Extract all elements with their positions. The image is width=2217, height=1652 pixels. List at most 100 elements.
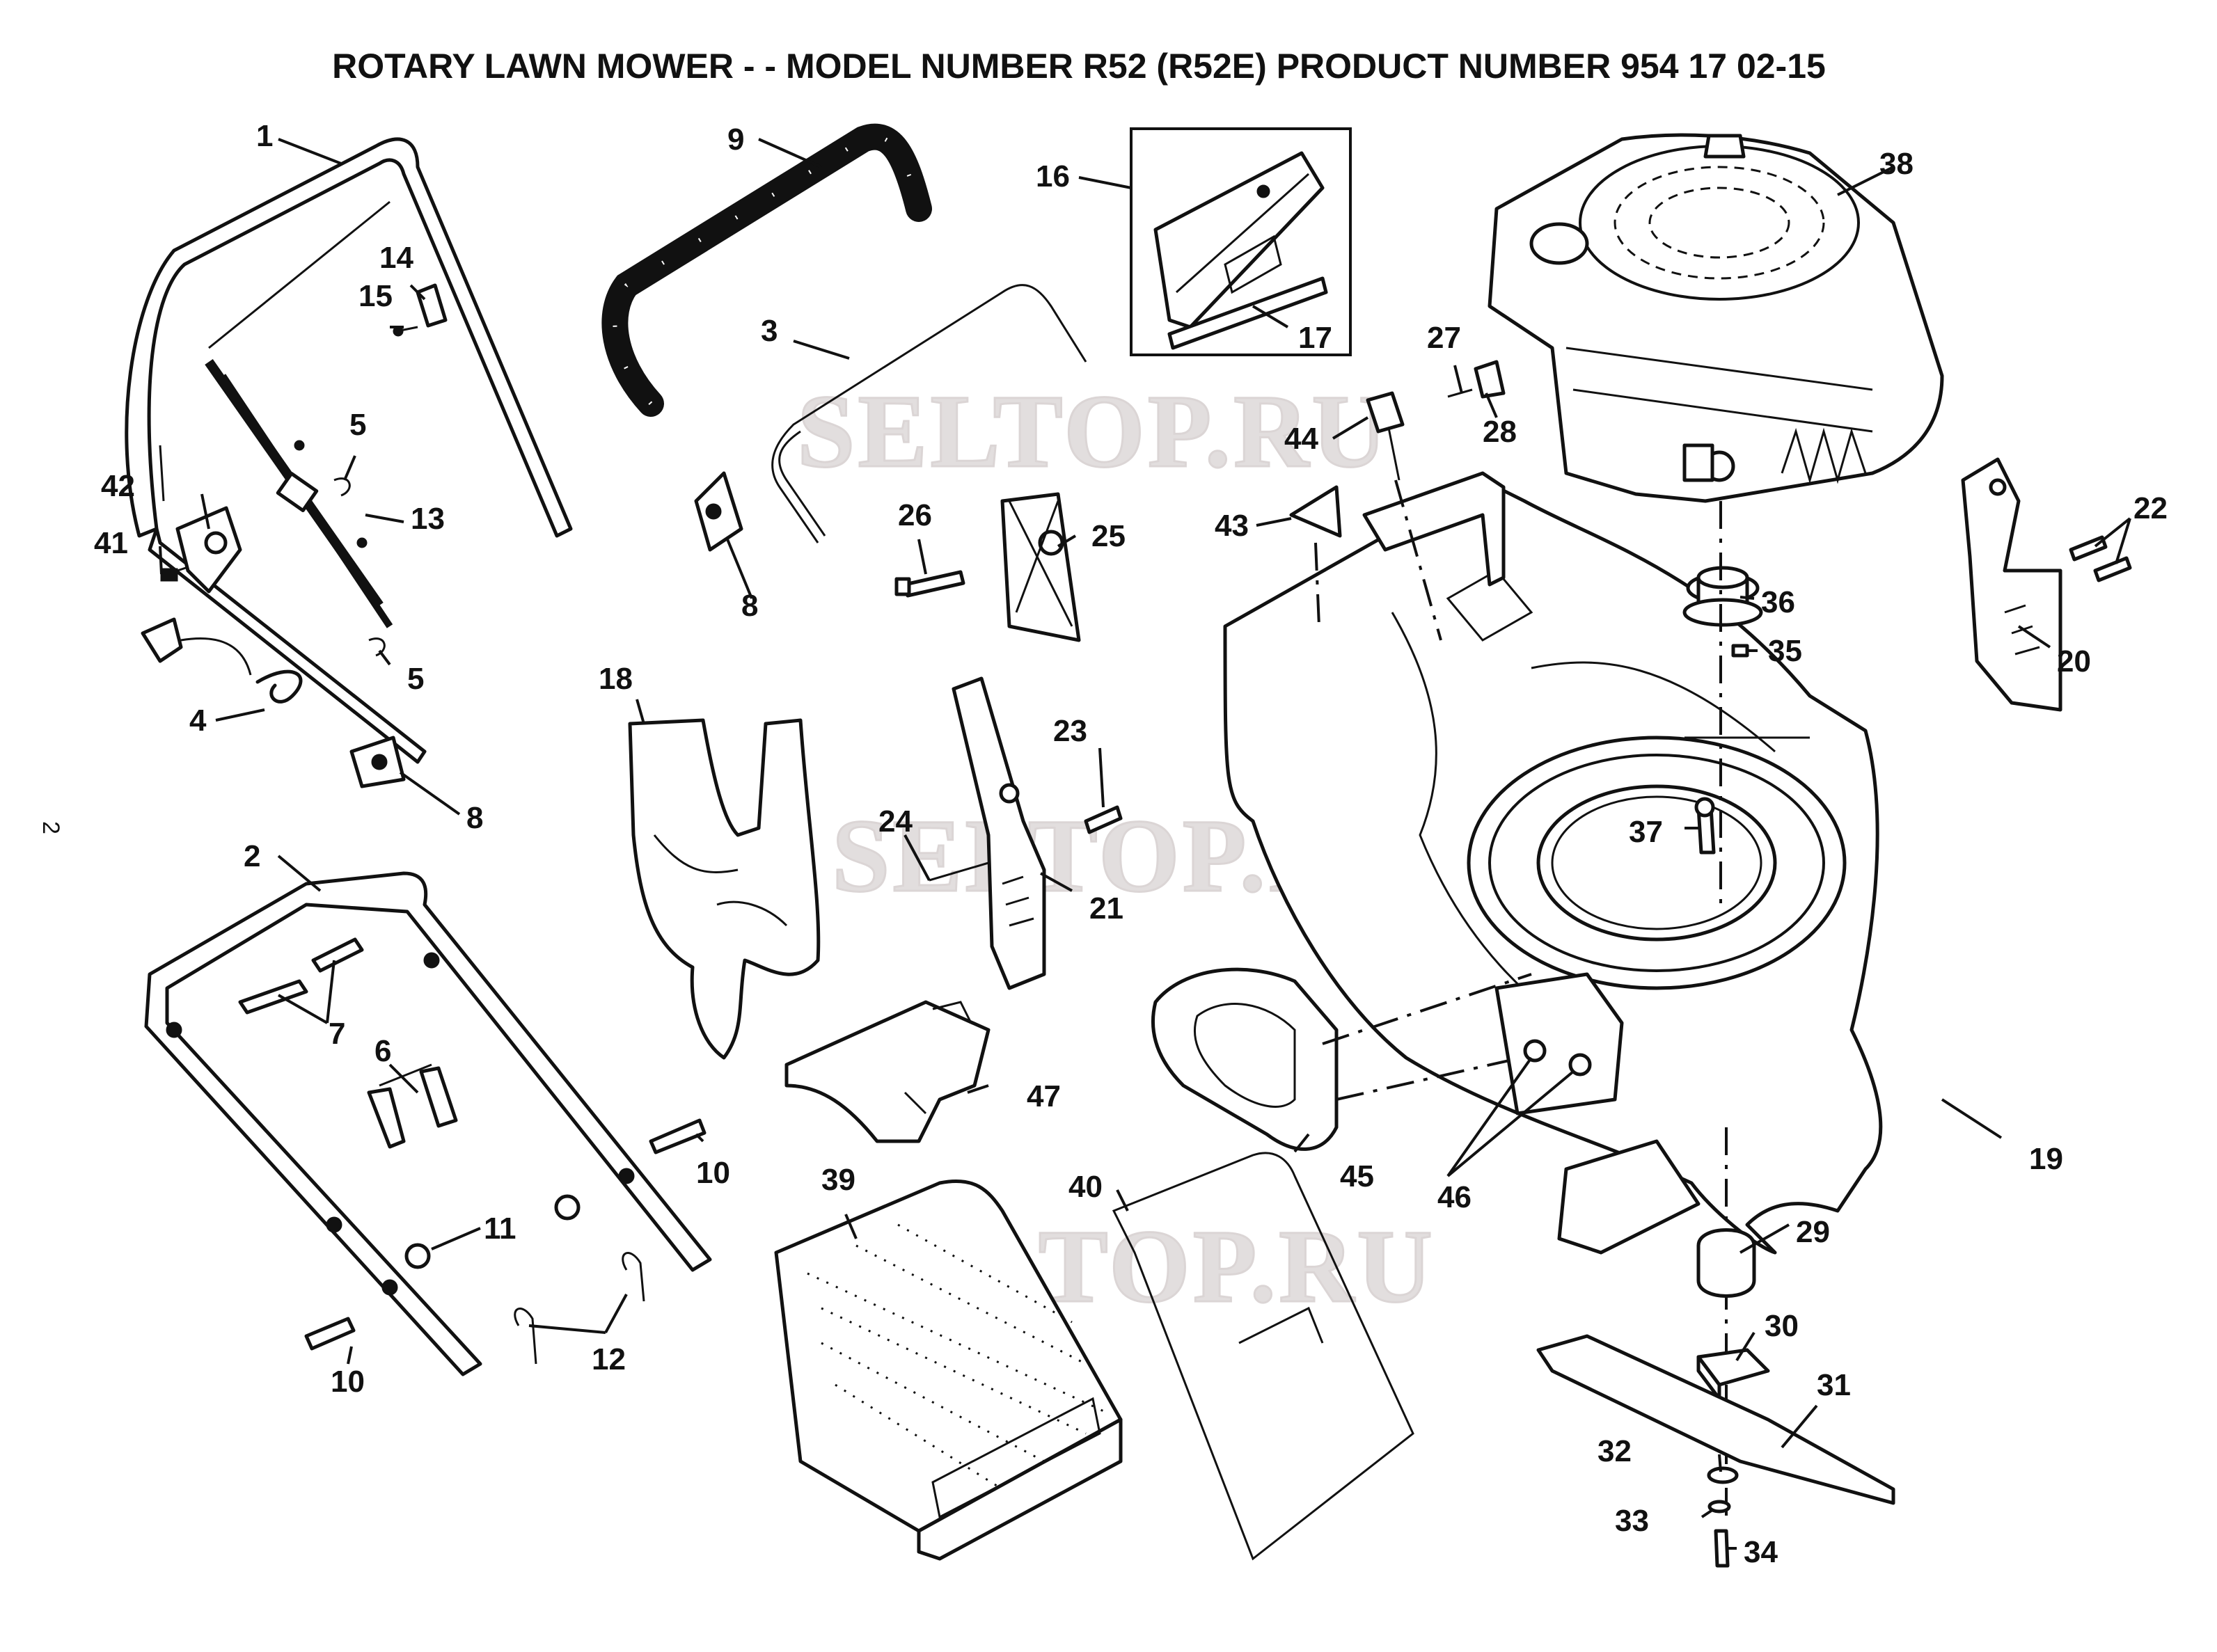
leader-lines <box>159 138 2131 1550</box>
engine-mount-bracket <box>1362 471 1506 587</box>
fuel-clip-28 <box>1474 360 1506 399</box>
callout-44: 44 <box>1284 422 1318 456</box>
callout-10-left: 10 <box>331 1365 365 1399</box>
handle-knob-lower <box>349 736 406 788</box>
blade-adapter-29 <box>1557 1139 1756 1298</box>
callout-16: 16 <box>1036 159 1070 193</box>
chute-axis-lower <box>1336 1049 1553 1101</box>
watermark-top: SELTOP.RU <box>797 374 1390 489</box>
bolt-22-b <box>2093 556 2132 582</box>
grip-highlight <box>613 134 921 406</box>
callout-12: 12 <box>592 1342 626 1376</box>
callout-17: 17 <box>1298 321 1332 355</box>
handle-knob-upper <box>694 471 743 552</box>
callout-11: 11 <box>484 1212 516 1246</box>
side-deflector <box>1000 492 1081 642</box>
mulch-plug <box>628 718 821 1060</box>
upper-handle <box>125 137 573 764</box>
callout-31: 31 <box>1817 1368 1851 1402</box>
callout-33: 33 <box>1615 1504 1649 1538</box>
callout-25: 25 <box>1091 519 1126 553</box>
callout-45: 45 <box>1340 1159 1374 1193</box>
callout-30: 30 <box>1765 1309 1799 1343</box>
page-number: 2 <box>38 821 64 834</box>
mower-deck <box>1223 478 1883 1255</box>
bolt-22-a <box>2069 535 2108 562</box>
chute-bracket-46 <box>1494 972 1624 1115</box>
clip-12-b <box>622 1252 645 1302</box>
side-discharge-chute <box>1151 967 1339 1151</box>
grass-catcher-bag <box>774 1179 1123 1561</box>
diagram-title: ROTARY LAWN MOWER - - MODEL NUMBER R52 (… <box>332 47 1826 86</box>
height-adjuster-right <box>1961 457 2062 712</box>
lower-handle <box>144 871 712 1376</box>
callout-21: 21 <box>1089 891 1123 926</box>
callout-23: 23 <box>1053 714 1087 748</box>
callout-26: 26 <box>898 498 932 532</box>
callout-43: 43 <box>1215 509 1249 543</box>
callout-39: 39 <box>821 1163 855 1197</box>
callout-8-upper: 8 <box>741 589 758 623</box>
bolt-44 <box>1366 391 1405 481</box>
callout-28: 28 <box>1483 415 1517 449</box>
bolt-10-right <box>649 1118 707 1154</box>
callout-8-lower: 8 <box>466 801 483 835</box>
callout-19: 19 <box>2029 1142 2063 1176</box>
washer-32 <box>1707 1466 1739 1484</box>
washer-33 <box>1707 1500 1731 1514</box>
rear-flap <box>1153 151 1328 350</box>
screw-24 <box>929 861 989 882</box>
label-43 <box>1289 485 1342 538</box>
bolt-10-left <box>304 1317 356 1351</box>
chute-axis-upper <box>1322 973 1532 1045</box>
callout-numbers: 1 2 3 4 5 5 6 7 8 8 9 10 10 11 12 13 14 … <box>94 119 2168 1569</box>
grass-bag-frame <box>1112 1152 1414 1561</box>
nut-11-b <box>554 1194 581 1221</box>
callout-22: 22 <box>2133 491 2168 525</box>
blade-bolt-34 <box>1714 1529 1730 1568</box>
callout-40: 40 <box>1068 1170 1103 1204</box>
callout-42: 42 <box>101 469 135 503</box>
callout-38: 38 <box>1879 147 1914 181</box>
label-43-axis <box>1314 542 1320 627</box>
callout-7: 7 <box>329 1017 345 1051</box>
callout-1: 1 <box>256 119 273 153</box>
callout-47: 47 <box>1027 1079 1061 1113</box>
callout-37: 37 <box>1629 815 1663 849</box>
cable-clip <box>141 617 303 704</box>
blade-adapter-36 <box>1682 566 1763 627</box>
height-adjuster-left <box>952 676 1046 990</box>
engine <box>1488 133 1944 503</box>
callout-35: 35 <box>1768 634 1802 668</box>
nut-11-a <box>404 1243 431 1269</box>
bolt-23 <box>1084 805 1123 834</box>
callout-14: 14 <box>379 241 413 275</box>
bolt-26 <box>903 570 965 598</box>
mulch-deflector <box>784 1000 991 1143</box>
control-lever <box>160 506 242 594</box>
callout-46: 46 <box>1437 1180 1472 1214</box>
bracket-14 <box>416 283 448 328</box>
callout-9: 9 <box>727 122 744 157</box>
callout-10-right: 10 <box>696 1156 730 1190</box>
callout-4: 4 <box>189 704 207 738</box>
operator-bail <box>771 284 1087 543</box>
clip-upper <box>333 477 351 497</box>
callout-24: 24 <box>878 804 913 839</box>
callout-20: 20 <box>2057 644 2091 678</box>
callout-18: 18 <box>599 662 633 696</box>
callout-5-lower: 5 <box>407 662 424 696</box>
handle-bolts <box>238 937 364 1015</box>
callout-29: 29 <box>1796 1215 1830 1249</box>
callout-32: 32 <box>1597 1434 1632 1468</box>
callout-13: 13 <box>411 502 445 536</box>
callout-34: 34 <box>1744 1535 1778 1569</box>
key-35 <box>1731 644 1749 658</box>
handle-pins <box>367 1063 458 1149</box>
cutting-blade <box>1536 1334 1895 1505</box>
clip-lower <box>368 637 386 657</box>
callout-5-upper: 5 <box>349 408 366 442</box>
callout-15: 15 <box>358 279 393 313</box>
